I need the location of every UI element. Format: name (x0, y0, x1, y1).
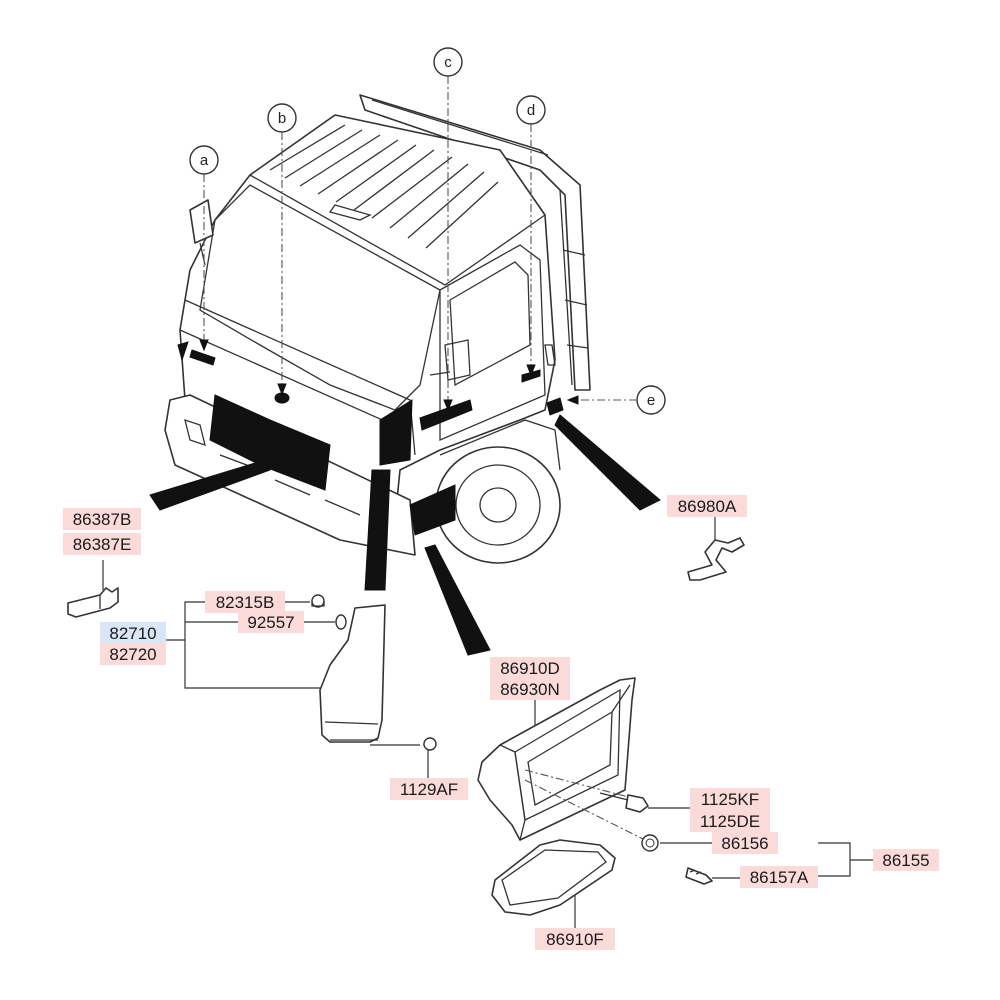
svg-text:d: d (527, 102, 535, 119)
svg-text:e: e (647, 392, 655, 409)
svg-text:86980A: 86980A (678, 497, 737, 516)
bracket-part-86387 (67, 560, 119, 618)
svg-text:82710: 82710 (109, 624, 156, 643)
part-label-86155[interactable]: 86155 (873, 849, 939, 871)
part-label-86387B[interactable]: 86387B (63, 508, 141, 530)
washer-92557 (335, 614, 347, 630)
svg-text:86155: 86155 (882, 851, 929, 870)
part-label-1125KF[interactable]: 1125KF (690, 788, 770, 810)
svg-text:1125KF: 1125KF (701, 790, 759, 809)
svg-text:82315B: 82315B (216, 593, 275, 612)
clip-part-86980A (687, 512, 745, 581)
cover-part-86910F (491, 839, 616, 928)
part-label-82315B[interactable]: 82315B (205, 591, 285, 613)
clip-86156 (524, 779, 659, 852)
svg-text:1125DE: 1125DE (700, 812, 760, 831)
svg-text:82720: 82720 (109, 645, 156, 664)
svg-text:86910D: 86910D (500, 659, 560, 678)
part-label-86387E[interactable]: 86387E (63, 533, 141, 555)
part-label-86910F[interactable]: 86910F (535, 928, 615, 950)
part-label-86157A[interactable]: 86157A (740, 866, 818, 888)
svg-text:92557: 92557 (247, 613, 294, 632)
part-label-1129AF[interactable]: 1129AF (390, 778, 468, 800)
part-label-82720[interactable]: 82720 (100, 643, 166, 665)
callout-c: c (433, 47, 463, 412)
svg-text:b: b (278, 110, 286, 127)
bolt-1125KF (524, 769, 649, 813)
screw-1129AF (370, 737, 437, 751)
callout-e: e (566, 385, 666, 415)
svg-text:86387E: 86387E (73, 535, 132, 554)
svg-text:86910F: 86910F (546, 930, 604, 949)
pin-86157A (685, 867, 713, 885)
part-label-86156[interactable]: 86156 (712, 832, 778, 854)
svg-text:1129AF: 1129AF (400, 780, 458, 799)
svg-text:86930N: 86930N (500, 680, 560, 699)
part-label-86980A[interactable]: 86980A (667, 495, 747, 517)
svg-text:86157A: 86157A (750, 868, 809, 887)
part-label-86930N[interactable]: 86930N (490, 678, 570, 700)
svg-text:86156: 86156 (721, 834, 768, 853)
part-label-82710[interactable]: 82710 (100, 622, 166, 644)
callout-d: d (516, 95, 546, 377)
svg-text:c: c (444, 54, 452, 71)
callout-a: a (189, 145, 219, 352)
part-label-1125DE[interactable]: 1125DE (690, 810, 770, 832)
svg-text:86387B: 86387B (73, 510, 132, 529)
callout-b: b (267, 103, 297, 396)
part-label-86910D[interactable]: 86910D (490, 657, 570, 679)
svg-text:a: a (200, 152, 209, 169)
wheel-guard-part-86910D (477, 677, 636, 841)
bolt-82315B (311, 594, 325, 608)
mud-flap-part-82710 (319, 604, 386, 743)
truck-cab-illustration (149, 94, 661, 656)
part-label-92557[interactable]: 92557 (238, 611, 304, 633)
